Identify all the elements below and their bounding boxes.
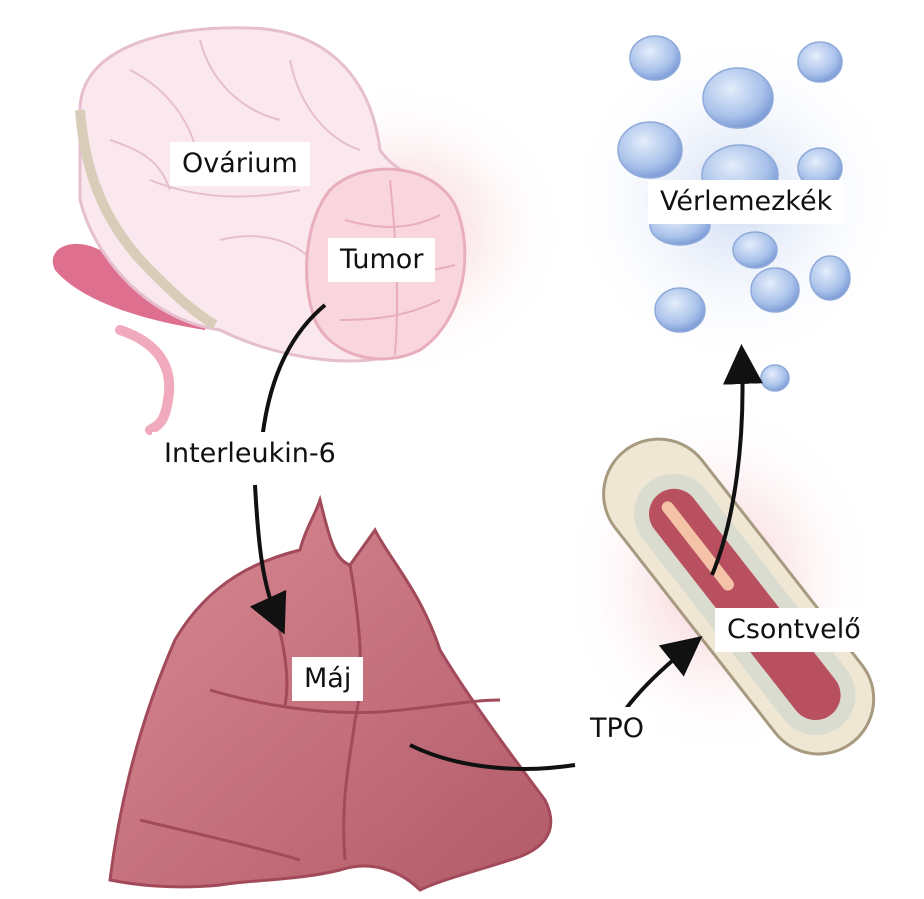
label-tumor: Tumor	[328, 238, 435, 282]
label-verlemezkek: Vérlemezkék	[648, 180, 844, 224]
fallopian-tube-tail	[120, 330, 169, 430]
label-maj: Máj	[292, 657, 363, 701]
label-tpo: TPO	[578, 707, 656, 751]
label-interleukin-6: Interleukin-6	[152, 432, 348, 476]
label-csontvelo: Csontvelő	[715, 608, 873, 652]
label-ovarium: Ovárium	[170, 142, 310, 186]
ovary-illustration	[53, 28, 570, 430]
